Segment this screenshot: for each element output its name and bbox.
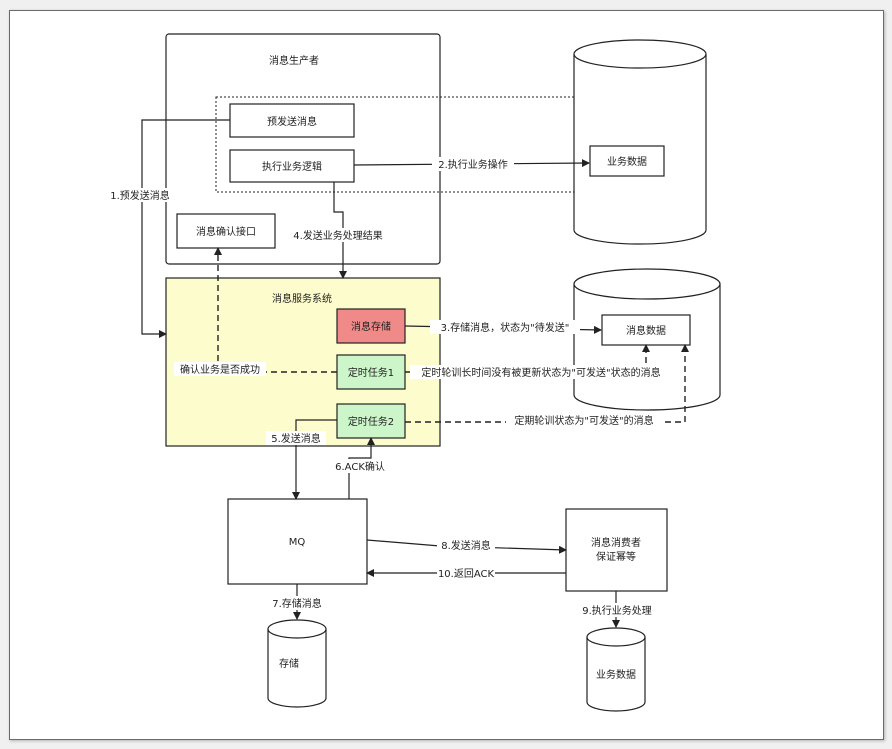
edge-4-label: 4.发送业务处理结果	[293, 229, 383, 242]
service-title: 消息服务系统	[272, 292, 332, 305]
pre-send-box: 预发送消息	[229, 103, 355, 138]
confirm-api-label: 消息确认接口	[196, 225, 256, 238]
biz-db-top-cylinder: 业务数据	[573, 39, 707, 245]
edge-6-ack	[348, 437, 375, 499]
exec-logic-box: 执行业务逻辑	[229, 149, 355, 183]
edge-2-label: 2.执行业务操作	[438, 158, 508, 171]
edge-9-label: 9.执行业务处理	[582, 604, 652, 617]
msg-db-label: 消息数据	[626, 324, 666, 337]
edge-7-label: 7.存储消息	[272, 597, 322, 610]
task2-box: 定时任务2	[336, 403, 406, 439]
msg-db-cylinder: 消息数据	[573, 268, 721, 411]
confirm-api-box: 消息确认接口	[176, 213, 276, 249]
edge-poll-sendable	[405, 344, 689, 423]
biz-db-top-label: 业务数据	[607, 155, 647, 168]
producer-container: 消息生产者	[165, 33, 441, 265]
edge-6-label: 6.ACK确认	[335, 460, 385, 473]
edge-poll-timeout-label: 定时轮训长时间没有被更新状态为"可发送"状态的消息	[421, 366, 660, 379]
consumer-box: 消息消费者 保证幂等	[565, 508, 668, 592]
producer-title: 消息生产者	[269, 54, 319, 67]
edge-8-label: 8.发送消息	[441, 539, 491, 552]
edge-1-label: 1.预发送消息	[110, 189, 170, 202]
pre-send-label: 预发送消息	[267, 115, 317, 128]
storage-label: 存储	[279, 657, 299, 670]
edge-confirm-label: 确认业务是否成功	[180, 363, 260, 376]
task2-label: 定时任务2	[348, 415, 394, 428]
edge-5-label: 5.发送消息	[271, 432, 321, 445]
edge-3-label: 3.存储消息，状态为"待发送"	[441, 321, 570, 334]
biz-db-bottom-label: 业务数据	[596, 668, 636, 681]
edge-1-pre-send	[141, 119, 230, 338]
mq-box: MQ	[227, 498, 368, 585]
consumer-line2: 保证幂等	[596, 550, 636, 563]
biz-db-bottom-cylinder: 业务数据	[586, 627, 646, 712]
storage-cylinder: 存储	[267, 619, 327, 708]
edge-4-send-result	[333, 182, 347, 279]
edge-poll-sendable-label: 定期轮训状态为"可发送"的消息	[514, 414, 653, 427]
edge-confirm-success	[214, 247, 337, 373]
store-label: 消息存储	[351, 320, 391, 333]
edge-10-label: 10.返回ACK	[438, 568, 495, 580]
store-box: 消息存储	[336, 308, 406, 344]
task1-box: 定时任务1	[336, 354, 406, 390]
consumer-line1: 消息消费者	[591, 536, 641, 549]
transaction-scope-box	[215, 96, 677, 193]
edge-5-send-msg	[292, 419, 337, 500]
exec-logic-label: 执行业务逻辑	[262, 160, 322, 173]
task1-label: 定时任务1	[348, 366, 394, 379]
mq-label: MQ	[289, 537, 306, 548]
